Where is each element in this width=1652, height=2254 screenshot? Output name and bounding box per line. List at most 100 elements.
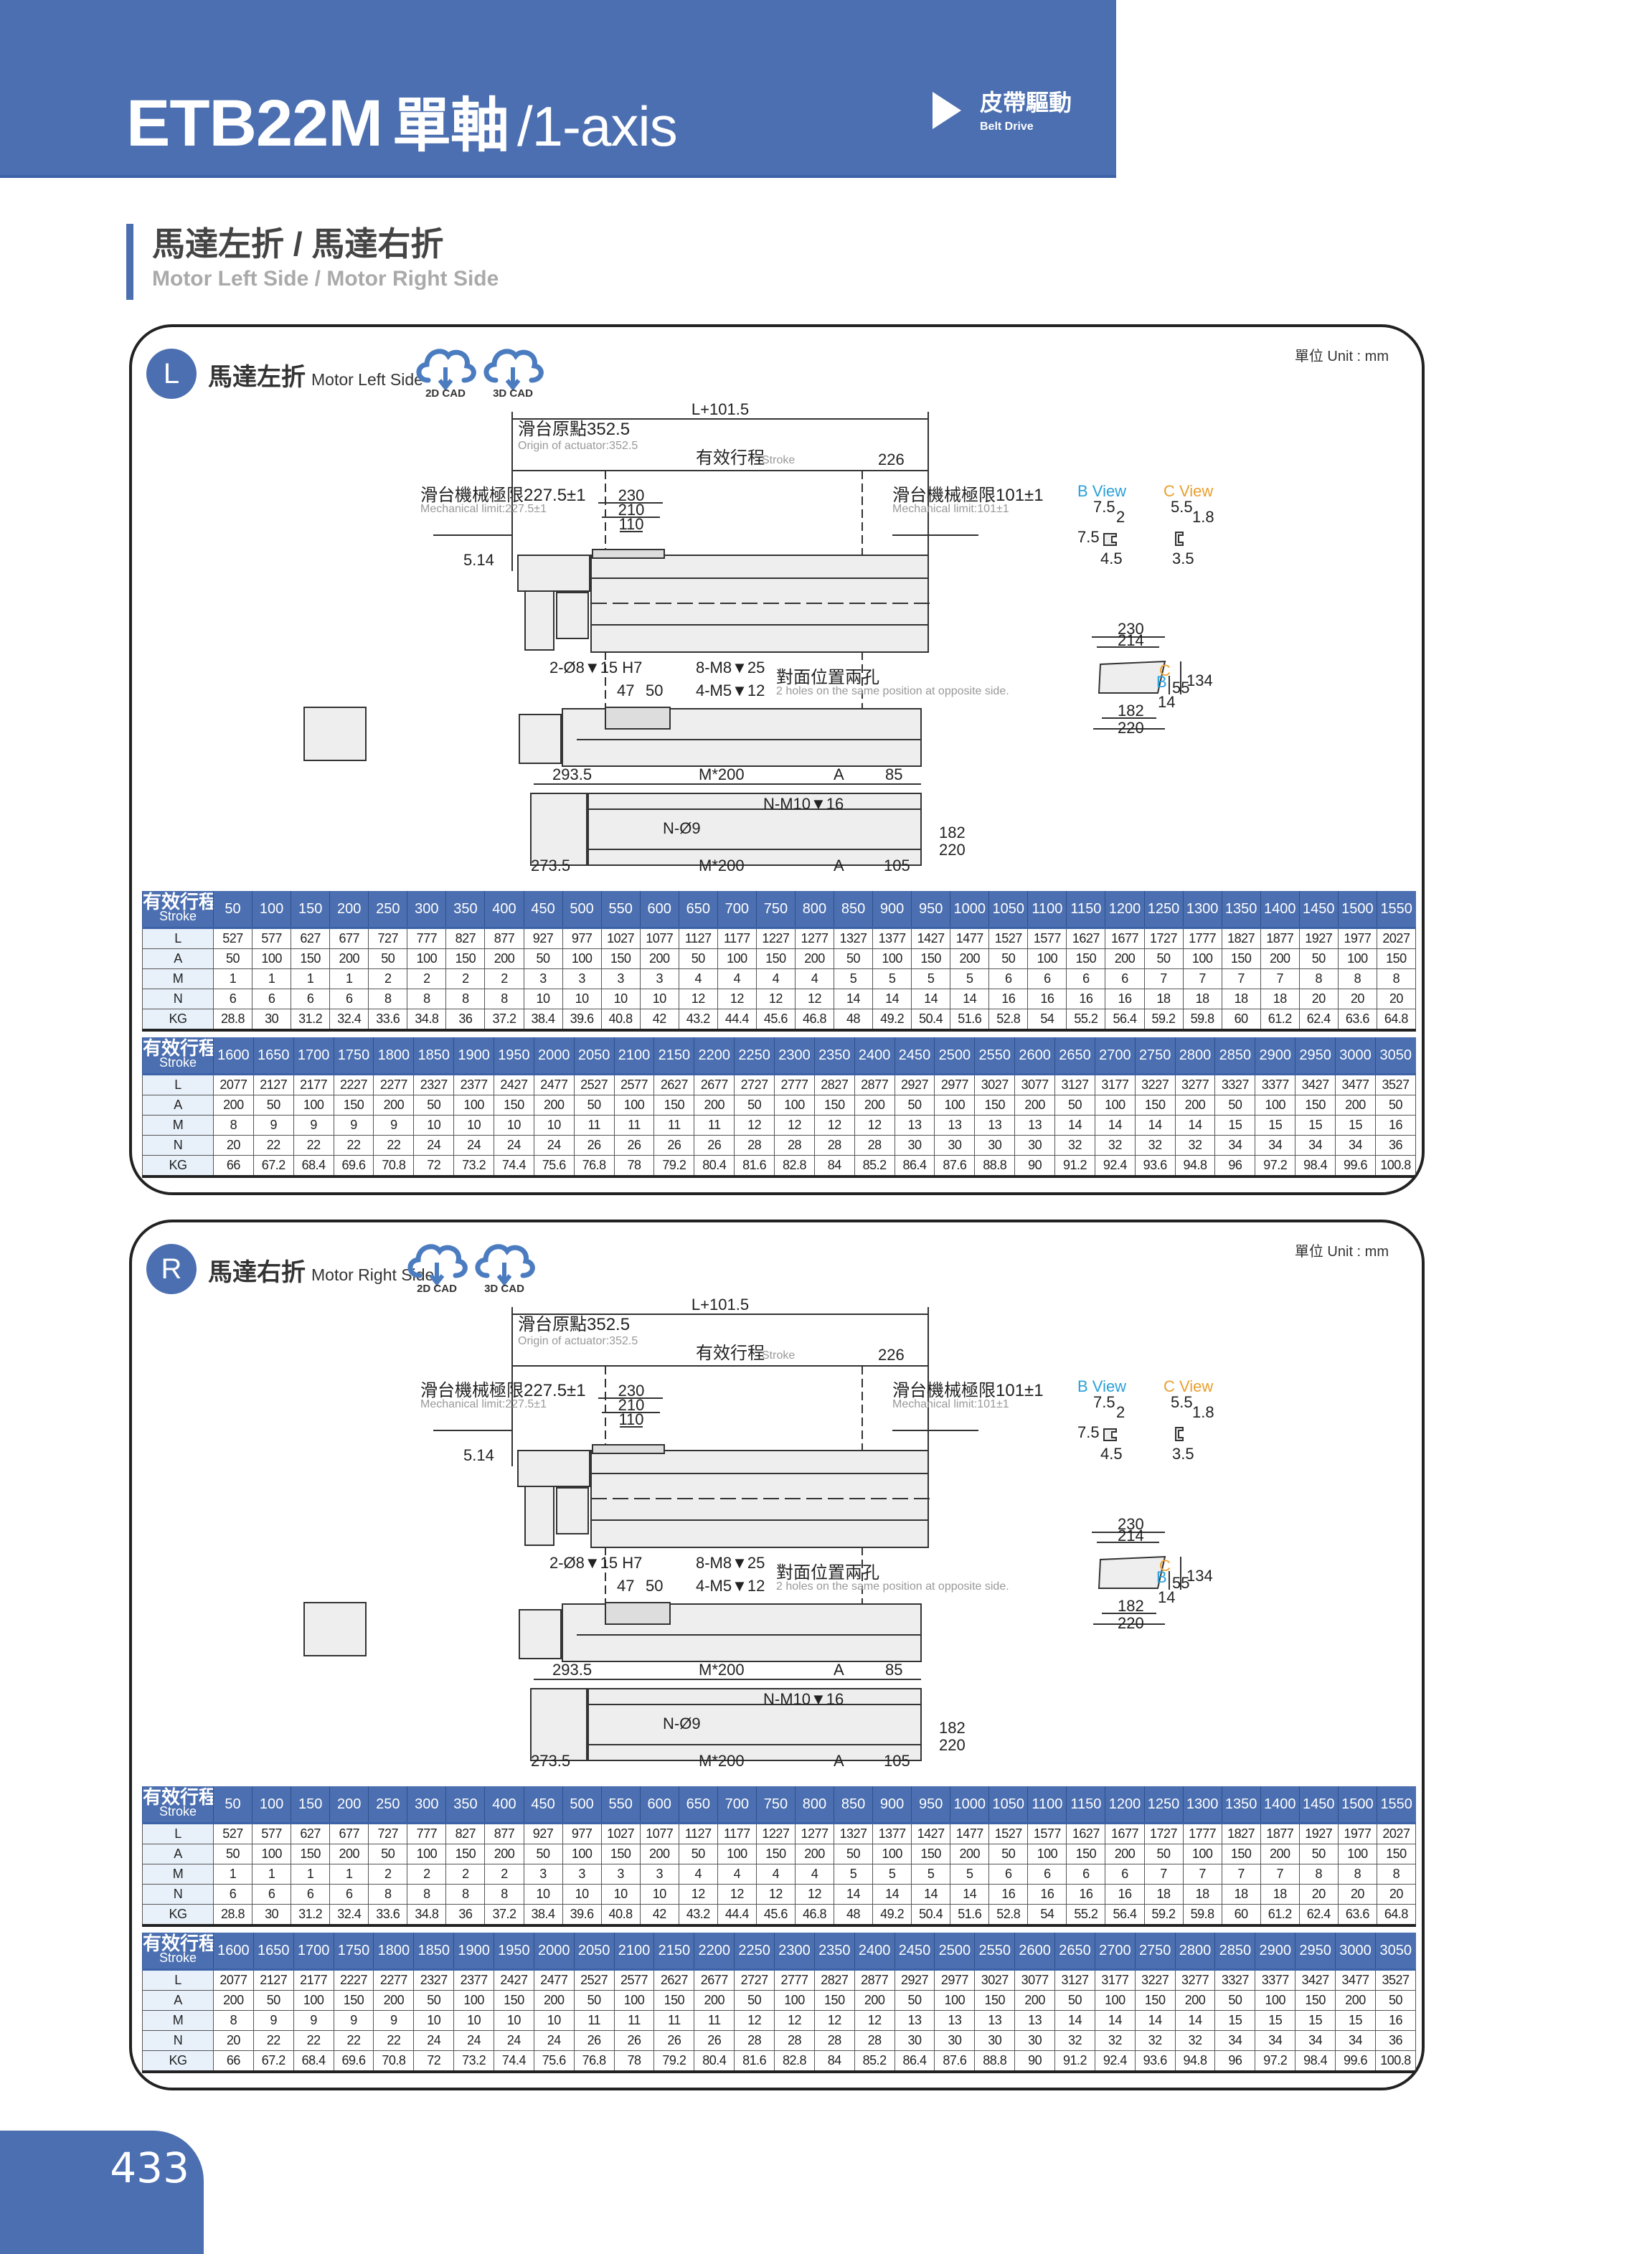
table-cell: 1177 xyxy=(717,927,757,949)
panel-title-cn: 馬達左折 xyxy=(208,364,306,391)
stroke-value: 1500 xyxy=(1337,1786,1377,1824)
stroke-value: 2100 xyxy=(613,1933,654,1970)
stroke-value: 1000 xyxy=(950,891,989,928)
table-cell: 10 xyxy=(600,989,641,1009)
table-cell: 38.4 xyxy=(523,1009,563,1031)
table-cell: 1877 xyxy=(1260,927,1300,949)
row-label: KG xyxy=(142,2050,214,2073)
table-cell: 11 xyxy=(653,1115,695,1136)
dim-85: 85 xyxy=(885,765,902,783)
stroke-value: 1450 xyxy=(1298,1786,1339,1824)
table-cell: 6 xyxy=(291,1884,331,1905)
table-cell: 26 xyxy=(694,2030,735,2051)
stroke-value: 50 xyxy=(212,1786,252,1824)
table-cell: 2327 xyxy=(413,1968,455,1991)
download-2d-cad-button[interactable]: 2D CAD xyxy=(402,1238,472,1307)
table-cell: 200 xyxy=(1174,1990,1216,2011)
table-cell: 200 xyxy=(373,1095,415,1116)
table-cell: 68.4 xyxy=(293,1155,334,1177)
table-cell: 1127 xyxy=(678,927,718,949)
table-cell: 20 xyxy=(1337,989,1377,1009)
stroke-value: 1350 xyxy=(1221,891,1261,928)
table-cell: 200 xyxy=(950,1844,990,1864)
table-cell: 12 xyxy=(734,2010,775,2031)
table-cell: 150 xyxy=(1221,1844,1261,1864)
table-cell: 50 xyxy=(212,948,253,969)
table-cell: 150 xyxy=(653,1990,695,2011)
table-cell: 2377 xyxy=(453,1968,495,1991)
stroke-value: 3050 xyxy=(1374,1037,1416,1075)
table-cell: 1 xyxy=(291,1864,331,1885)
stroke-value: 2450 xyxy=(894,1037,935,1075)
stroke-value: 3000 xyxy=(1335,1933,1376,1970)
end-dim-230: 230 xyxy=(1118,1515,1144,1533)
table-cell: 14 xyxy=(872,989,912,1009)
table-cell: 1727 xyxy=(1143,927,1184,949)
table-cell: 30 xyxy=(252,1904,292,1926)
stroke-value: 2700 xyxy=(1094,1933,1136,1970)
download-3d-cad-button[interactable]: 3D CAD xyxy=(478,343,548,412)
download-2d-cad-button[interactable]: 2D CAD xyxy=(410,343,481,412)
table-cell: 22 xyxy=(252,2030,294,2051)
stroke-value: 2750 xyxy=(1134,1933,1176,1970)
table-cell: 200 xyxy=(533,1095,575,1116)
stroke-value: 650 xyxy=(678,891,718,928)
table-cell: 1377 xyxy=(872,1822,912,1844)
table-cell: 1777 xyxy=(1182,1822,1222,1844)
table-cell: 3 xyxy=(639,1864,679,1885)
table-cell: 200 xyxy=(213,1990,254,2011)
table-cell: 72 xyxy=(413,1155,455,1177)
hole-9-label: N-Ø9 xyxy=(663,819,701,837)
table-cell: 92.4 xyxy=(1094,1155,1136,1177)
stroke-value: 800 xyxy=(794,1786,834,1824)
table-cell: 14 xyxy=(833,1884,874,1905)
table-cell: 4 xyxy=(717,968,757,989)
table-cell: 61.2 xyxy=(1260,1904,1300,1926)
download-3d-cad-button[interactable]: 3D CAD xyxy=(469,1238,539,1307)
stroke-value: 600 xyxy=(639,1786,679,1824)
table-cell: 200 xyxy=(694,1095,735,1116)
table-cell: 79.2 xyxy=(653,2050,695,2073)
table-cell: 200 xyxy=(1335,1990,1376,2011)
end-dim-230: 230 xyxy=(1118,620,1144,638)
mark-c: C xyxy=(1159,1557,1171,1575)
dim-105: 105 xyxy=(884,857,910,872)
table-cell: 1827 xyxy=(1221,927,1261,949)
b-view-profile xyxy=(1103,533,1117,546)
table-cell: 7 xyxy=(1182,1864,1222,1885)
table-cell: 577 xyxy=(252,927,292,949)
stroke-value: 1000 xyxy=(950,1786,989,1824)
table-cell: 1 xyxy=(212,968,253,989)
coupling-block xyxy=(556,1487,589,1534)
stroke-value: 2300 xyxy=(774,1037,815,1075)
table-cell: 150 xyxy=(813,1990,855,2011)
table-cell: 2427 xyxy=(494,1968,534,1991)
table-cell: 1377 xyxy=(872,927,912,949)
stroke-value: 1050 xyxy=(988,891,1028,928)
table-cell: 4 xyxy=(717,1864,757,1885)
table-cell: 59.8 xyxy=(1182,1009,1222,1031)
table-cell: 2977 xyxy=(934,1073,976,1095)
actuator-body-bottom xyxy=(587,1688,922,1761)
c-dim-3-5: 3.5 xyxy=(1172,1445,1194,1463)
c-dim-1-8: 1.8 xyxy=(1192,1403,1214,1421)
table-cell: 50 xyxy=(368,948,408,969)
b-dim-7-5-h: 7.5 xyxy=(1077,1423,1100,1441)
table-cell: 81.6 xyxy=(734,1155,775,1177)
c-dim-5-5: 5.5 xyxy=(1171,498,1193,516)
mech-limit-left-cn: 滑台機械極限227.5±1 xyxy=(420,486,586,505)
stroke-value: 3000 xyxy=(1335,1037,1376,1075)
table-cell: 50 xyxy=(833,1844,874,1864)
table-cell: 2027 xyxy=(1376,1822,1417,1844)
table-cell: 44.4 xyxy=(717,1009,757,1031)
table-cell: 22 xyxy=(373,2030,415,2051)
unit-label: 單位 Unit : mm xyxy=(1294,1244,1389,1260)
table-cell: 50 xyxy=(252,1095,294,1116)
table-cell: 28 xyxy=(813,1135,855,1156)
row-label: M xyxy=(142,968,214,989)
table-cell: 200 xyxy=(794,1844,835,1864)
table-cell: 1 xyxy=(212,1864,253,1885)
dim-a-bottom: A xyxy=(834,1752,844,1768)
table-cell: 6 xyxy=(291,989,331,1009)
